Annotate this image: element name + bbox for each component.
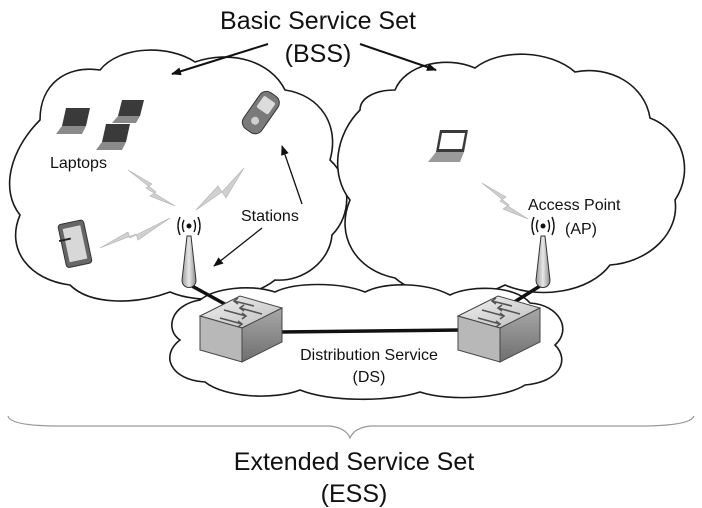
phone-icon	[241, 90, 280, 135]
switch-icon	[198, 295, 284, 363]
ds-label-line2: (DS)	[353, 369, 386, 386]
antenna-icon	[531, 216, 555, 288]
stations-arrows	[213, 145, 303, 267]
bss-title-line2: (BSS)	[285, 40, 352, 68]
ds-label-line1: Distribution Service	[300, 347, 438, 364]
laptop-icon	[428, 130, 468, 162]
ess-label-line2: (ESS)	[321, 480, 388, 508]
brace	[7, 415, 695, 440]
stations-label: Stations	[241, 208, 299, 225]
laptop-icon	[56, 100, 144, 150]
access-point-label: Access Point	[528, 197, 621, 214]
right-bss-cloud	[336, 53, 686, 298]
left-bss-cloud	[8, 49, 348, 302]
antenna-icon	[177, 216, 201, 288]
ap-label: (AP)	[565, 221, 597, 238]
switch-icon	[456, 295, 542, 363]
bss-title-line1: Basic Service Set	[220, 7, 416, 35]
wireless-link-icon	[99, 167, 529, 249]
laptops-label: Laptops	[50, 155, 107, 172]
tablet-icon	[57, 219, 93, 268]
bss-arrows	[171, 43, 437, 76]
ess-label-line1: Extended Service Set	[234, 448, 474, 476]
